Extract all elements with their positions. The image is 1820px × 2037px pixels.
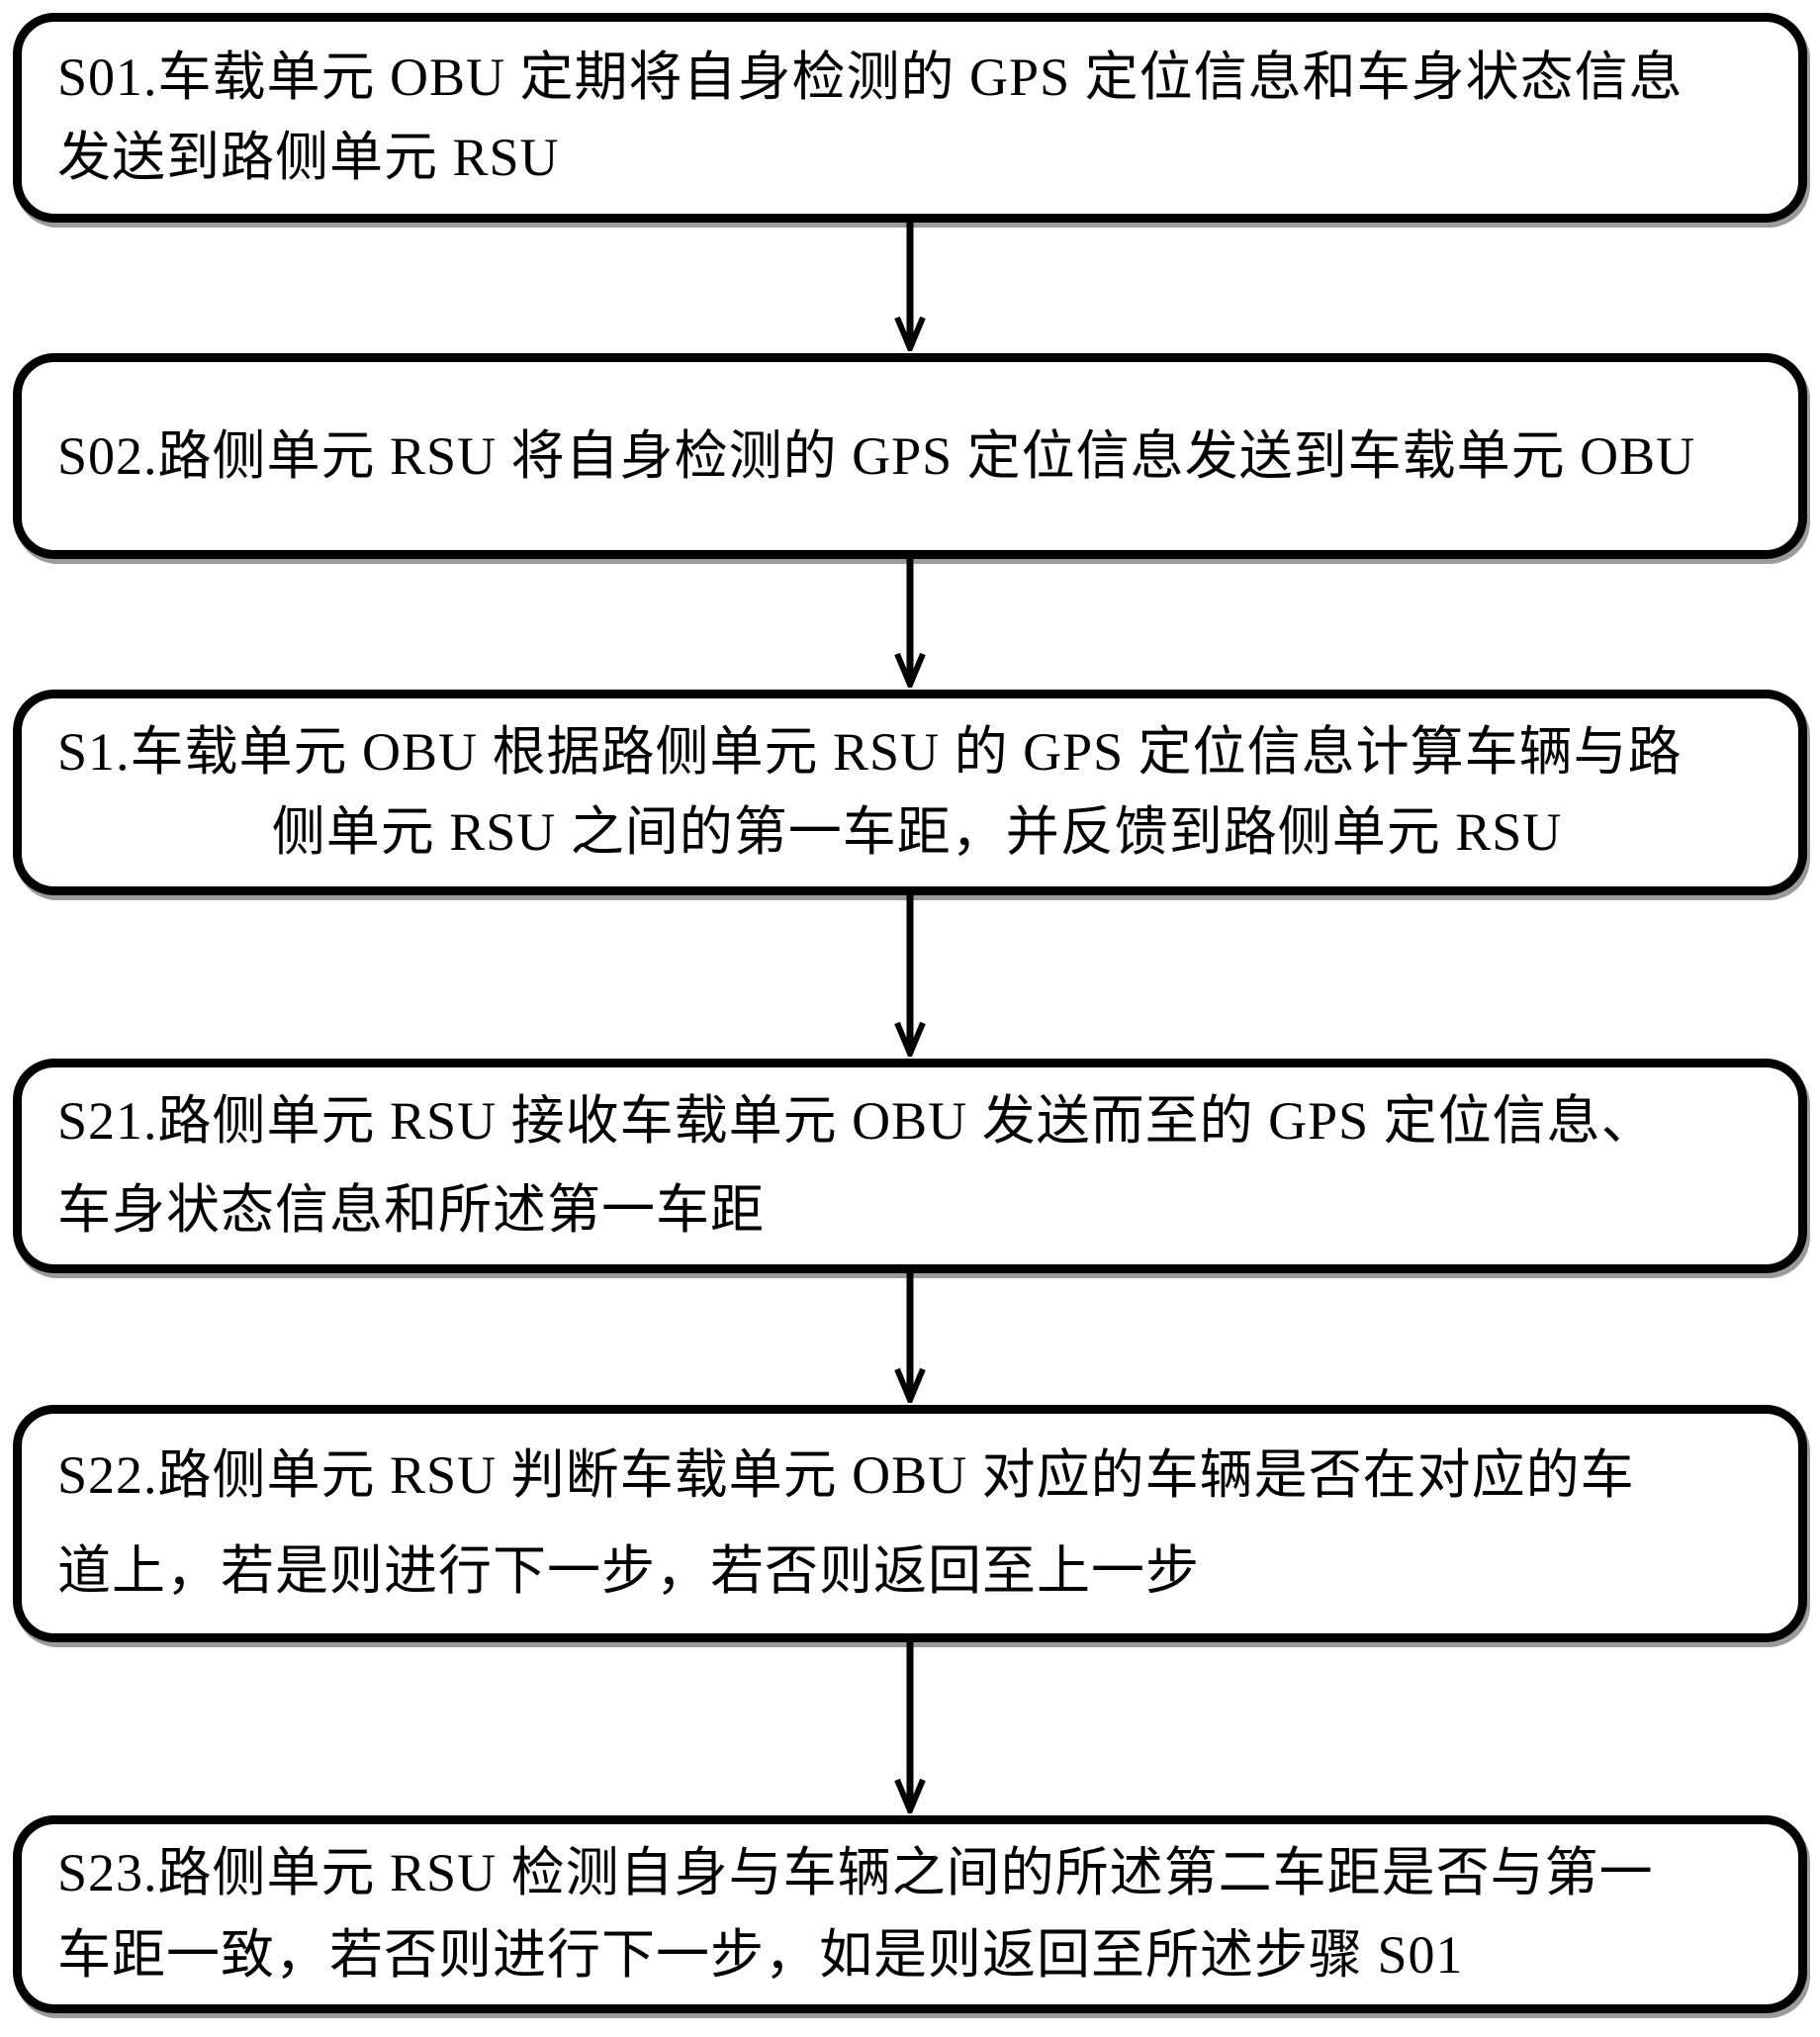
step-s23-line-1: S23.路侧单元 RSU 检测自身与车辆之间的所述第二车距是否与第一 <box>57 1842 1654 1902</box>
step-s01-line-2: 发送到路侧单元 RSU <box>57 128 560 187</box>
step-s22-line-1: S22.路侧单元 RSU 判断车载单元 OBU 对应的车辆是否在对应的车 <box>57 1445 1635 1505</box>
flow-step-s22: S22.路侧单元 RSU 判断车载单元 OBU 对应的车辆是否在对应的车 道上，… <box>13 1405 1807 1642</box>
step-s1-line-2: 侧单元 RSU 之间的第一车距，并反馈到路侧单元 RSU <box>271 802 1563 862</box>
step-s02-line-1: S02.路侧单元 RSU 将自身检测的 GPS 定位信息发送到车载单元 OBU <box>57 425 1696 486</box>
step-s23-line-2: 车距一致，若否则进行下一步，如是则返回至所述步骤 S01 <box>57 1925 1464 1986</box>
arrow-down-icon-1 <box>894 223 926 351</box>
step-s21-line-1: S21.路侧单元 RSU 接收车载单元 OBU 发送而至的 GPS 定位信息、 <box>57 1091 1656 1152</box>
flow-step-s02: S02.路侧单元 RSU 将自身检测的 GPS 定位信息发送到车载单元 OBU <box>13 353 1807 559</box>
arrow-down-icon-4 <box>894 1273 926 1403</box>
flow-step-s23: S23.路侧单元 RSU 检测自身与车辆之间的所述第二车距是否与第一 车距一致，… <box>13 1815 1807 2013</box>
flow-step-s1: S1.车载单元 OBU 根据路侧单元 RSU 的 GPS 定位信息计算车辆与路 … <box>13 690 1807 895</box>
step-s01-line-1: S01.车载单元 OBU 定期将自身检测的 GPS 定位信息和车身状态信息 <box>57 47 1684 107</box>
flow-step-s01: S01.车载单元 OBU 定期将自身检测的 GPS 定位信息和车身状态信息 发送… <box>13 13 1807 223</box>
arrow-down-icon-5 <box>894 1642 926 1813</box>
step-s22-line-2: 道上，若是则进行下一步，若否则返回至上一步 <box>57 1541 1200 1601</box>
arrow-down-icon-3 <box>894 895 926 1057</box>
flow-step-s21: S21.路侧单元 RSU 接收车载单元 OBU 发送而至的 GPS 定位信息、 … <box>13 1059 1807 1273</box>
arrow-down-icon-2 <box>894 559 926 688</box>
step-s21-line-2: 车身状态信息和所述第一车距 <box>57 1179 765 1240</box>
step-s1-line-1: S1.车载单元 OBU 根据路侧单元 RSU 的 GPS 定位信息计算车辆与路 <box>57 722 1683 782</box>
